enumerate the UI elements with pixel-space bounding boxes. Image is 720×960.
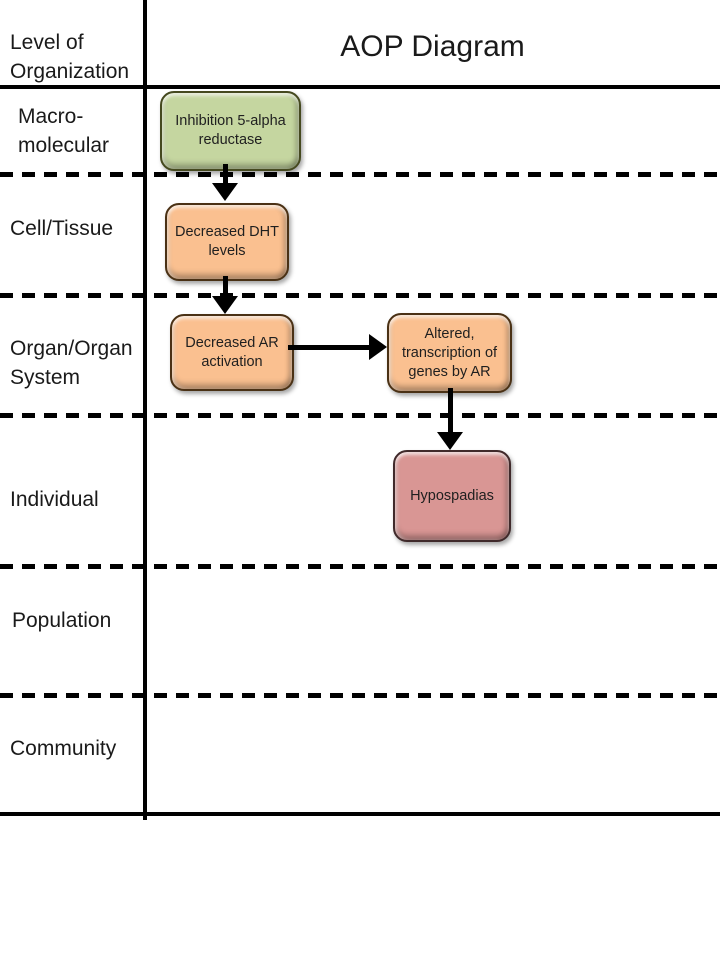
row-divider-population-community	[0, 693, 720, 698]
row-divider-organ-individual	[0, 413, 720, 418]
row-divider-individual-population	[0, 564, 720, 569]
arrow-inhibition-to-dht-shaft	[223, 164, 228, 186]
node-label: Decreased DHT levels	[175, 224, 279, 259]
row-label-macro-molecular: Macro- molecular	[18, 105, 110, 157]
row-label-organ-organ-system: Organ/Organ System	[10, 337, 133, 389]
node-label: Decreased AR activation	[185, 334, 279, 370]
node-label: Inhibition 5-alpha reductase	[175, 113, 286, 148]
arrow-dht-to-ar-activation-shaft	[223, 276, 228, 300]
row-label-community: Community	[10, 737, 117, 760]
column-header-label: Level of Organization	[10, 31, 130, 83]
arrow-transcription-to-hypospadias-shaft	[448, 388, 453, 434]
page-title: AOP Diagram	[340, 30, 525, 63]
arrow-ar-activation-to-transcription-head	[369, 334, 387, 360]
node-hypospadias: Hypospadias	[393, 450, 511, 542]
arrow-inhibition-to-dht-head	[212, 183, 238, 201]
header-separator-line	[0, 85, 720, 89]
node-label: Altered, transcription of genes by AR	[401, 325, 498, 380]
arrow-dht-to-ar-activation-head	[212, 296, 238, 314]
node-inhibition-5-alpha-reductase: Inhibition 5-alpha reductase	[160, 91, 301, 171]
row-label-cell-tissue: Cell/Tissue	[10, 217, 114, 240]
node-decreased-dht-levels: Decreased DHT levels	[165, 203, 289, 281]
node-decreased-ar-activation: Decreased AR activation	[170, 314, 294, 391]
row-divider-macro-cell	[0, 172, 720, 177]
arrow-transcription-to-hypospadias-head	[437, 432, 463, 450]
bottom-border-line	[0, 812, 720, 816]
node-label: Hypospadias	[410, 487, 494, 504]
row-label-individual: Individual	[10, 488, 99, 511]
row-label-population: Population	[12, 609, 112, 632]
node-altered-transcription-of-genes-by-ar: Altered, transcription of genes by AR	[387, 313, 512, 393]
row-divider-cell-organ	[0, 293, 720, 298]
column-divider-line	[143, 0, 147, 820]
arrow-ar-activation-to-transcription-shaft	[288, 345, 371, 350]
